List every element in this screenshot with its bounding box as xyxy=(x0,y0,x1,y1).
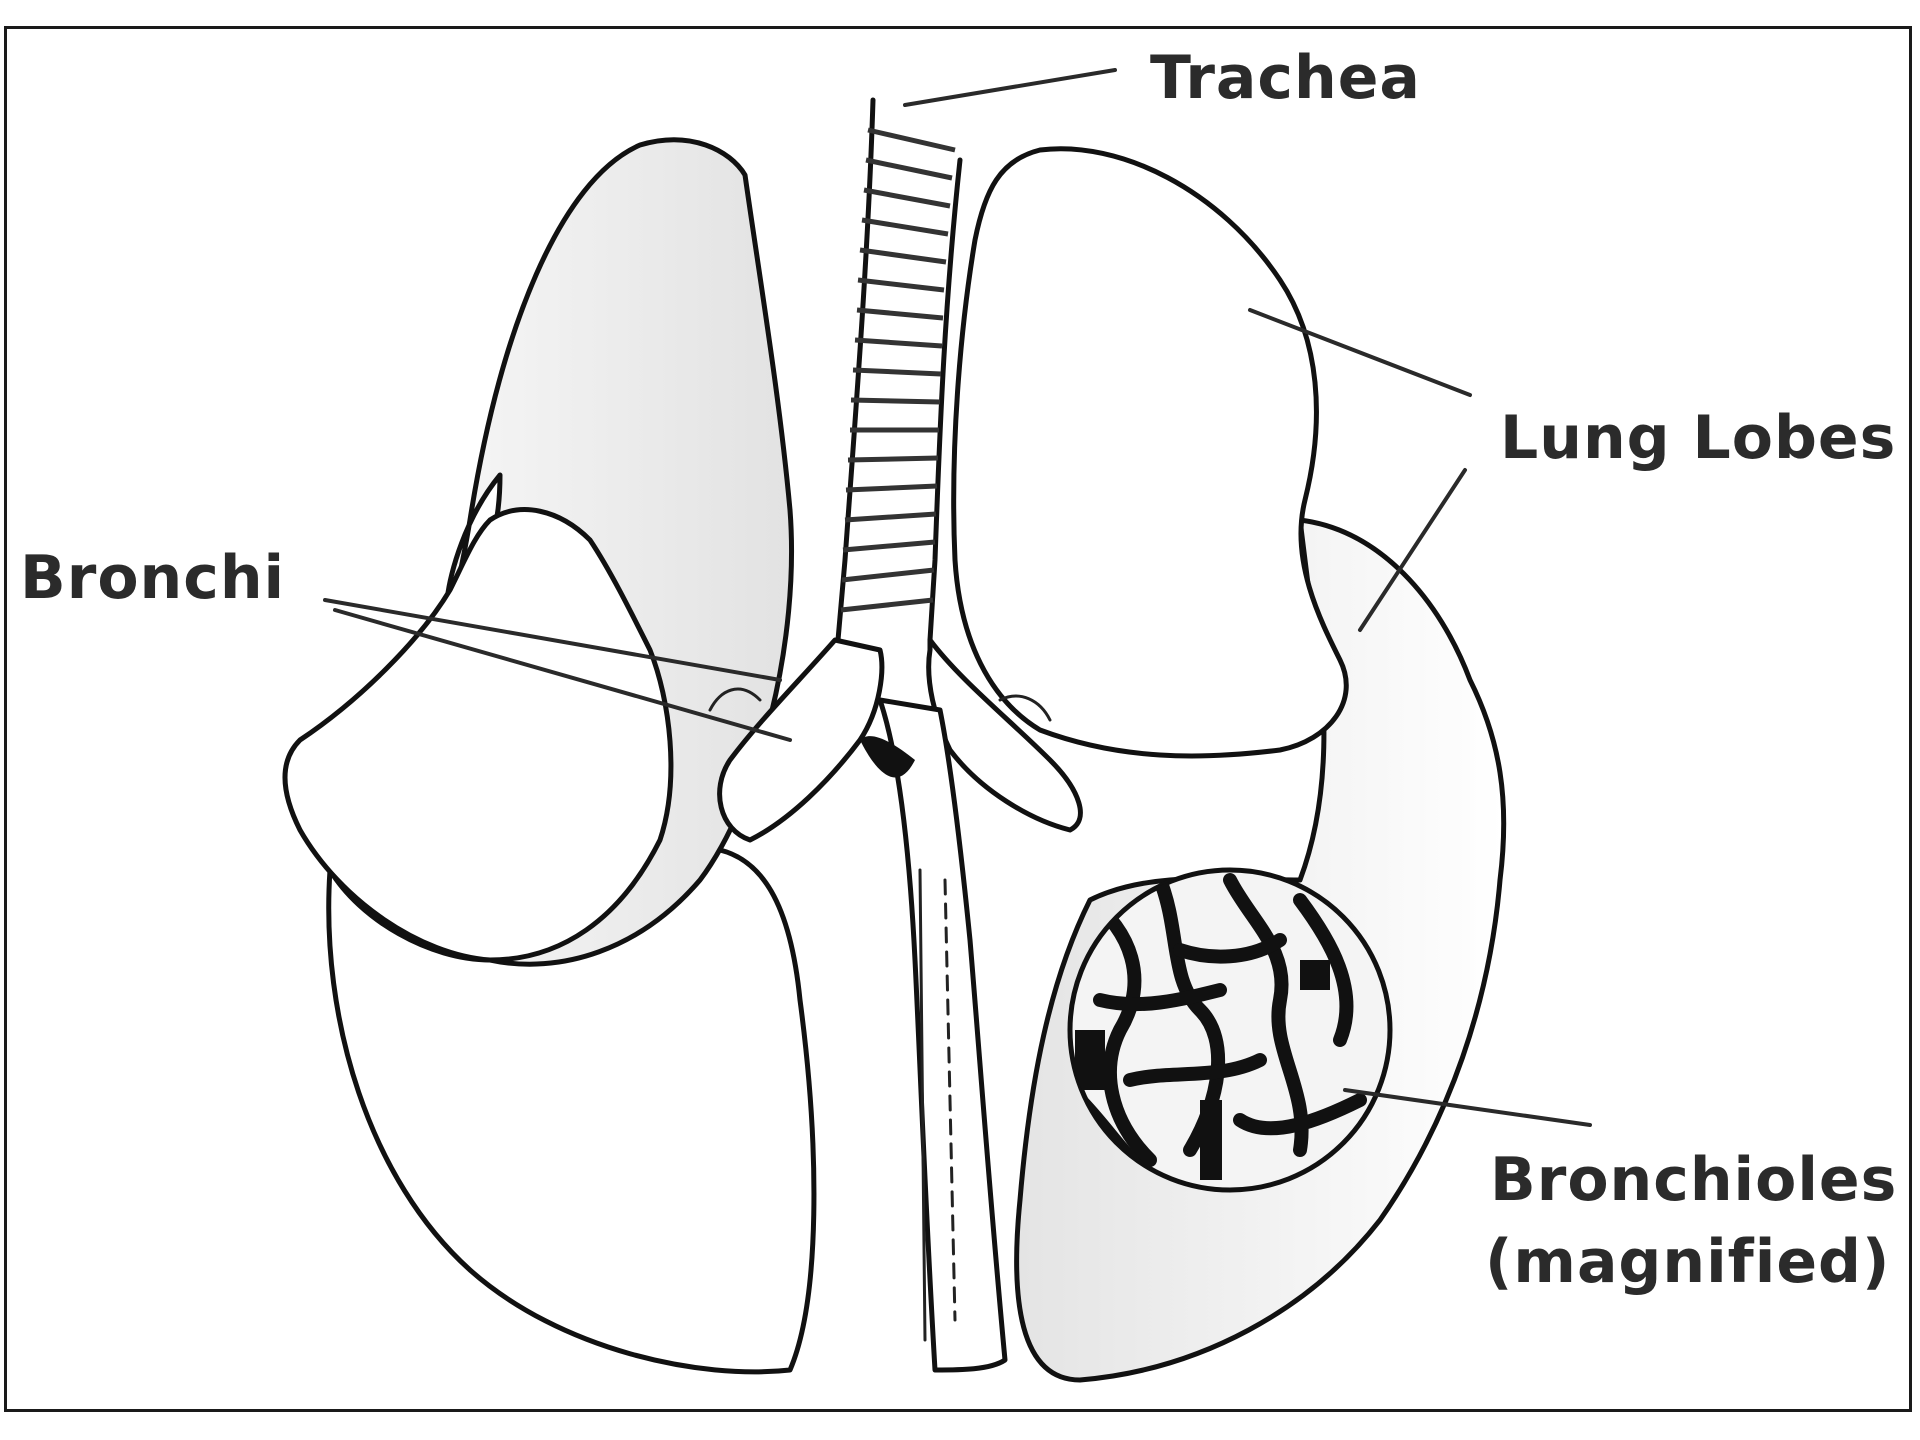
label-lung-lobes: Lung Lobes xyxy=(1500,403,1896,473)
bronchioles-magnified xyxy=(1070,870,1390,1190)
trachea-tube xyxy=(838,100,960,640)
trachea-leader xyxy=(905,70,1115,105)
label-trachea: Trachea xyxy=(1150,43,1421,113)
label-bronchi: Bronchi xyxy=(20,543,285,613)
label-bronchioles: Bronchioles xyxy=(1490,1145,1897,1215)
label-bronchioles-magnified: (magnified) xyxy=(1485,1227,1890,1297)
right-upper-lobe xyxy=(954,149,1347,756)
